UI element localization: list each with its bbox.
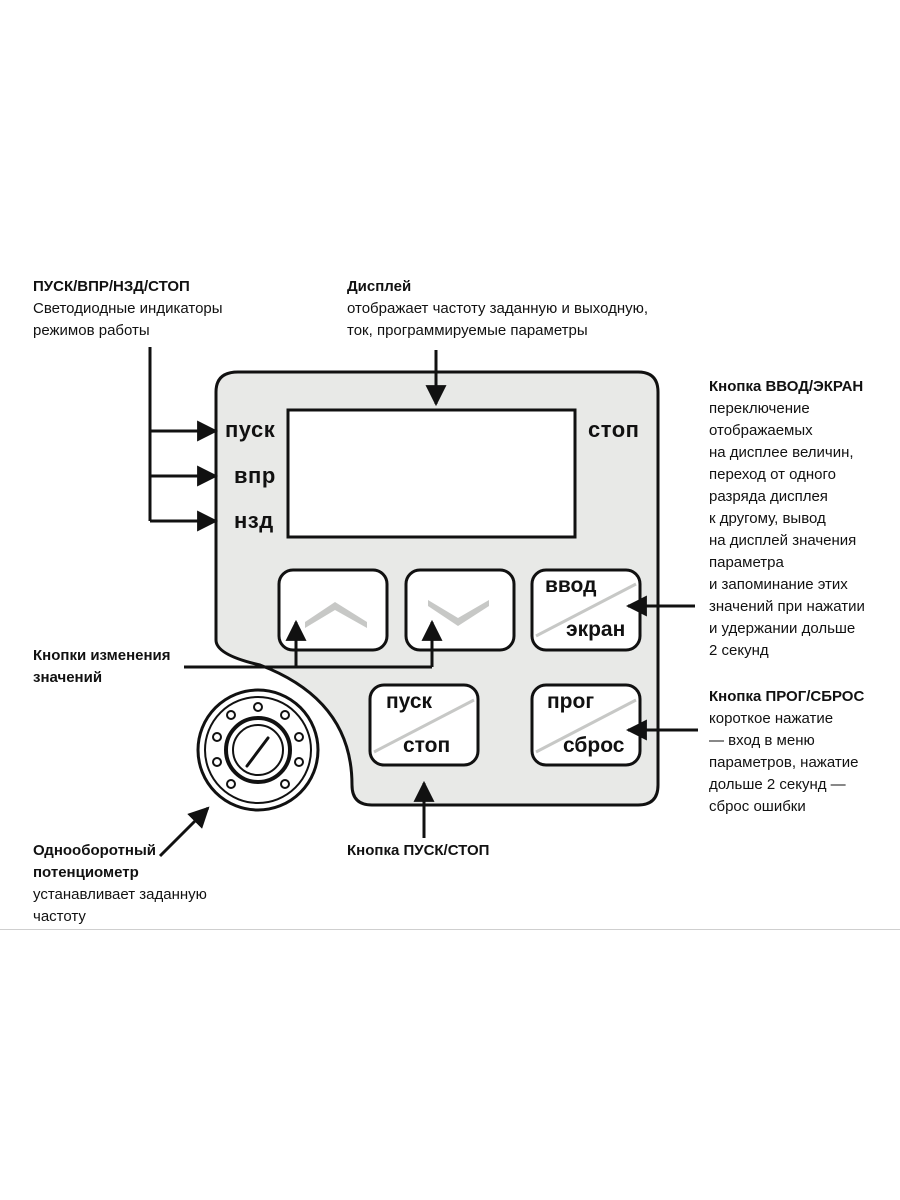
- change-values-annotation: Кнопки изменения значений: [33, 645, 193, 689]
- indicator-label-pusk: пуск: [225, 417, 276, 442]
- down-chevron-icon: [428, 600, 489, 626]
- prog-button-label: прог: [547, 690, 595, 713]
- indicator-label-vpr: впр: [234, 463, 276, 488]
- bottom-divider: [0, 929, 900, 930]
- indicator-label-stop: стоп: [588, 417, 640, 442]
- enter-screen-button[interactable]: [530, 568, 642, 652]
- start-stop-annotation-title: Кнопка ПУСК/СТОП: [347, 842, 490, 859]
- enter-button-label: ввод: [545, 574, 597, 597]
- prog-reset-annotation-body: короткое нажатие — вход в меню параметро…: [709, 710, 859, 815]
- start-stop-button[interactable]: [368, 683, 480, 767]
- down-button[interactable]: [404, 568, 516, 652]
- display-annotation-title: Дисплей: [347, 278, 412, 295]
- indicators-annotation: ПУСК/ВПР/НЗД/СТОП Светодиодные индикатор…: [33, 276, 273, 342]
- enter-screen-annotation-body: переключение отображаемых на дисплее вел…: [709, 400, 865, 659]
- leader-lines: [148, 347, 698, 858]
- display-annotation-body: отображает частоту заданную и выходную, …: [347, 300, 649, 339]
- enter-screen-annotation-title: Кнопка ВВОД/ЭКРАН: [709, 378, 864, 395]
- potentiometer-knob[interactable]: [196, 688, 320, 812]
- prog-reset-annotation: Кнопка ПРОГ/СБРОС короткое нажатие — вхо…: [709, 686, 894, 818]
- potentiometer-annotation-title: Однооборотный потенциометр: [33, 842, 157, 881]
- stop-button-label: стоп: [403, 734, 451, 757]
- reset-button-label: сброс: [563, 734, 625, 757]
- indicators-annotation-title: ПУСК/ВПР/НЗД/СТОП: [33, 278, 190, 295]
- potentiometer-annotation: Однооборотный потенциометр устанавливает…: [33, 840, 253, 928]
- display-annotation: Дисплей отображает частоту заданную и вы…: [347, 276, 687, 342]
- up-chevron-icon: [305, 602, 367, 628]
- display-screen: [286, 408, 577, 539]
- start-button-label: пуск: [386, 690, 433, 713]
- start-stop-annotation: Кнопка ПУСК/СТОП: [347, 840, 547, 862]
- potentiometer-annotation-body: устанавливает заданную частоту: [33, 886, 207, 925]
- prog-reset-annotation-title: Кнопка ПРОГ/СБРОС: [709, 688, 865, 705]
- change-values-annotation-title: Кнопки изменения значений: [33, 647, 171, 686]
- screen-button-label: экран: [566, 618, 626, 641]
- enter-screen-annotation: Кнопка ВВОД/ЭКРАН переключение отображае…: [709, 376, 894, 662]
- indicators-annotation-body: Светодиодные индикаторы режимов работы: [33, 300, 223, 339]
- indicator-label-nzd: нзд: [234, 508, 274, 533]
- prog-reset-button[interactable]: [530, 683, 642, 767]
